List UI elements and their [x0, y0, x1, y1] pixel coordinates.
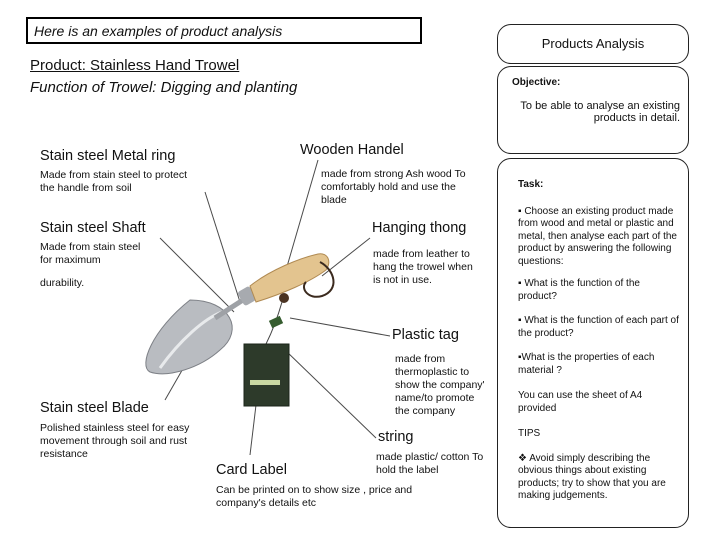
products-analysis-heading: Products Analysis	[498, 36, 688, 51]
shaft-title: Stain steel Shaft	[40, 220, 146, 236]
plastic-tag-text: made from thermoplastic to show the comp…	[395, 353, 491, 418]
objective-text: To be able to analyse an existing produc…	[512, 100, 680, 125]
metal-ring-text: Made from stain steel to protect the han…	[40, 169, 200, 195]
blade-title: Stain steel Blade	[40, 400, 149, 416]
metal-ring-title: Stain steel Metal ring	[40, 148, 175, 164]
objective-label: Objective:	[512, 77, 688, 90]
products-analysis-box: Products Analysis	[497, 24, 689, 64]
string-leader	[285, 350, 376, 438]
string-title: string	[378, 429, 413, 445]
hanging-thong-title: Hanging thong	[372, 220, 466, 236]
metal-ring-leader	[205, 192, 240, 302]
task-item-2: ▪ What is the function of the product?	[518, 278, 680, 303]
trowel-blade	[146, 300, 232, 374]
task-item-3: ▪ What is the function of each part of t…	[518, 315, 680, 340]
card-label-title: Card Label	[216, 462, 287, 478]
plastic-tag-shape	[244, 344, 289, 406]
wooden-handle-text: made from strong Ash wood To comfortably…	[321, 168, 471, 207]
task-box: Task: ▪ Choose an existing product made …	[497, 158, 689, 528]
shaft-text-2: durability.	[40, 277, 84, 290]
task-item-5: You can use the sheet of A4 provided	[518, 390, 680, 415]
plastic-tag-title: Plastic tag	[392, 327, 459, 343]
tag-leader	[290, 318, 390, 336]
objective-box: Objective: To be able to analyse an exis…	[497, 66, 689, 154]
wooden-handle	[250, 254, 329, 302]
task-item-4: ▪What is the properties of each material…	[518, 352, 680, 377]
tips-text: ❖ Avoid simply describing the obvious th…	[518, 453, 680, 503]
wooden-handle-title: Wooden Handel	[300, 142, 404, 158]
blade-text: Polished stainless steel for easy moveme…	[40, 422, 205, 461]
handle-leader	[286, 160, 318, 270]
tips-label: TIPS	[518, 428, 680, 441]
card-label-text: Can be printed on to show size , price a…	[216, 484, 431, 510]
string-text: made plastic/ cotton To hold the label	[376, 451, 486, 477]
task-item-1: ▪ Choose an existing product made from w…	[518, 206, 680, 269]
task-label: Task:	[518, 179, 688, 192]
shaft-text: Made from stain steel for maximum	[40, 241, 155, 267]
label-leader	[250, 405, 256, 455]
hanging-thong-text: made from leather to hang the trowel whe…	[373, 248, 473, 287]
